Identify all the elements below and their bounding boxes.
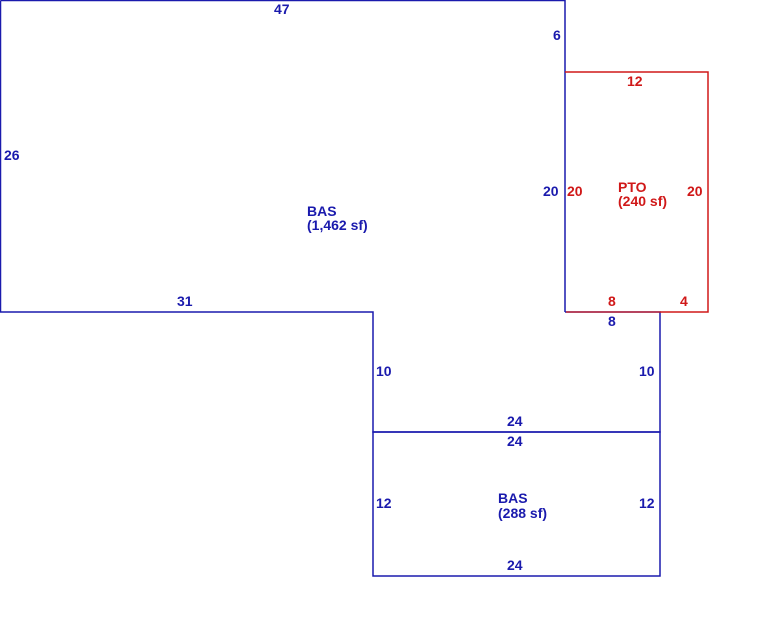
bas-lower-area: (288 sf)	[498, 505, 547, 521]
pto-outline	[565, 71, 709, 313]
dim-lower-top: 24	[507, 433, 523, 449]
dim-bas-mid-bottom: 24	[507, 413, 523, 429]
dim-bas-mid-left: 10	[376, 363, 392, 379]
bas-main-code: BAS	[307, 203, 337, 219]
dim-bas-mid-right: 10	[639, 363, 655, 379]
dim-lower-bottom: 24	[507, 557, 523, 573]
dim-lower-right: 12	[639, 495, 655, 511]
dim-bas-top: 47	[274, 1, 290, 17]
dim-bas-right-side: 20	[543, 183, 559, 199]
bas-main-area: (1,462 sf)	[307, 217, 368, 233]
dim-pto-bottom-left: 8	[608, 293, 616, 309]
bas-lower-outline	[372, 431, 661, 577]
dim-pto-top: 12	[627, 73, 643, 89]
dim-bas-notch: 8	[608, 313, 616, 329]
dim-bas-left: 26	[4, 147, 20, 163]
dim-bas-step-right: 6	[553, 27, 561, 43]
dim-lower-left: 12	[376, 495, 392, 511]
bas-lower-code: BAS	[498, 490, 528, 506]
dim-pto-left: 20	[567, 183, 583, 199]
dim-pto-right: 20	[687, 183, 703, 199]
dim-pto-bottom-right: 4	[680, 293, 688, 309]
pto-area: (240 sf)	[618, 193, 667, 209]
dim-bas-bottom-left: 31	[177, 293, 193, 309]
pto-code: PTO	[618, 179, 647, 195]
